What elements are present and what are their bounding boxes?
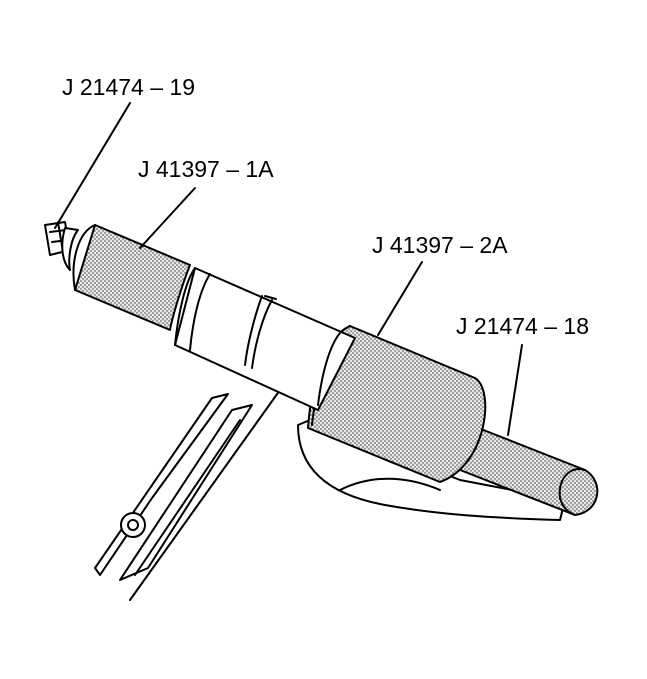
cylinder-j41397-1a <box>72 224 191 331</box>
leader-line-j21474-18 <box>507 344 523 436</box>
nut-j21474-19 <box>44 221 79 271</box>
rod-j21474-18 <box>454 421 599 516</box>
lower-linkage-arm <box>94 389 281 601</box>
label-j41397-1a: J 41397 – 1A <box>138 156 274 182</box>
leader-line-j21474-19 <box>54 102 131 229</box>
leader-line-j41397-2a <box>377 261 423 336</box>
label-j41397-2a: J 41397 – 2A <box>372 232 508 258</box>
leader-line-j41397-1a <box>139 187 196 249</box>
center-shaft <box>174 267 356 411</box>
label-j21474-19: J 21474 – 19 <box>62 74 195 100</box>
label-j21474-18: J 21474 – 18 <box>456 313 589 339</box>
